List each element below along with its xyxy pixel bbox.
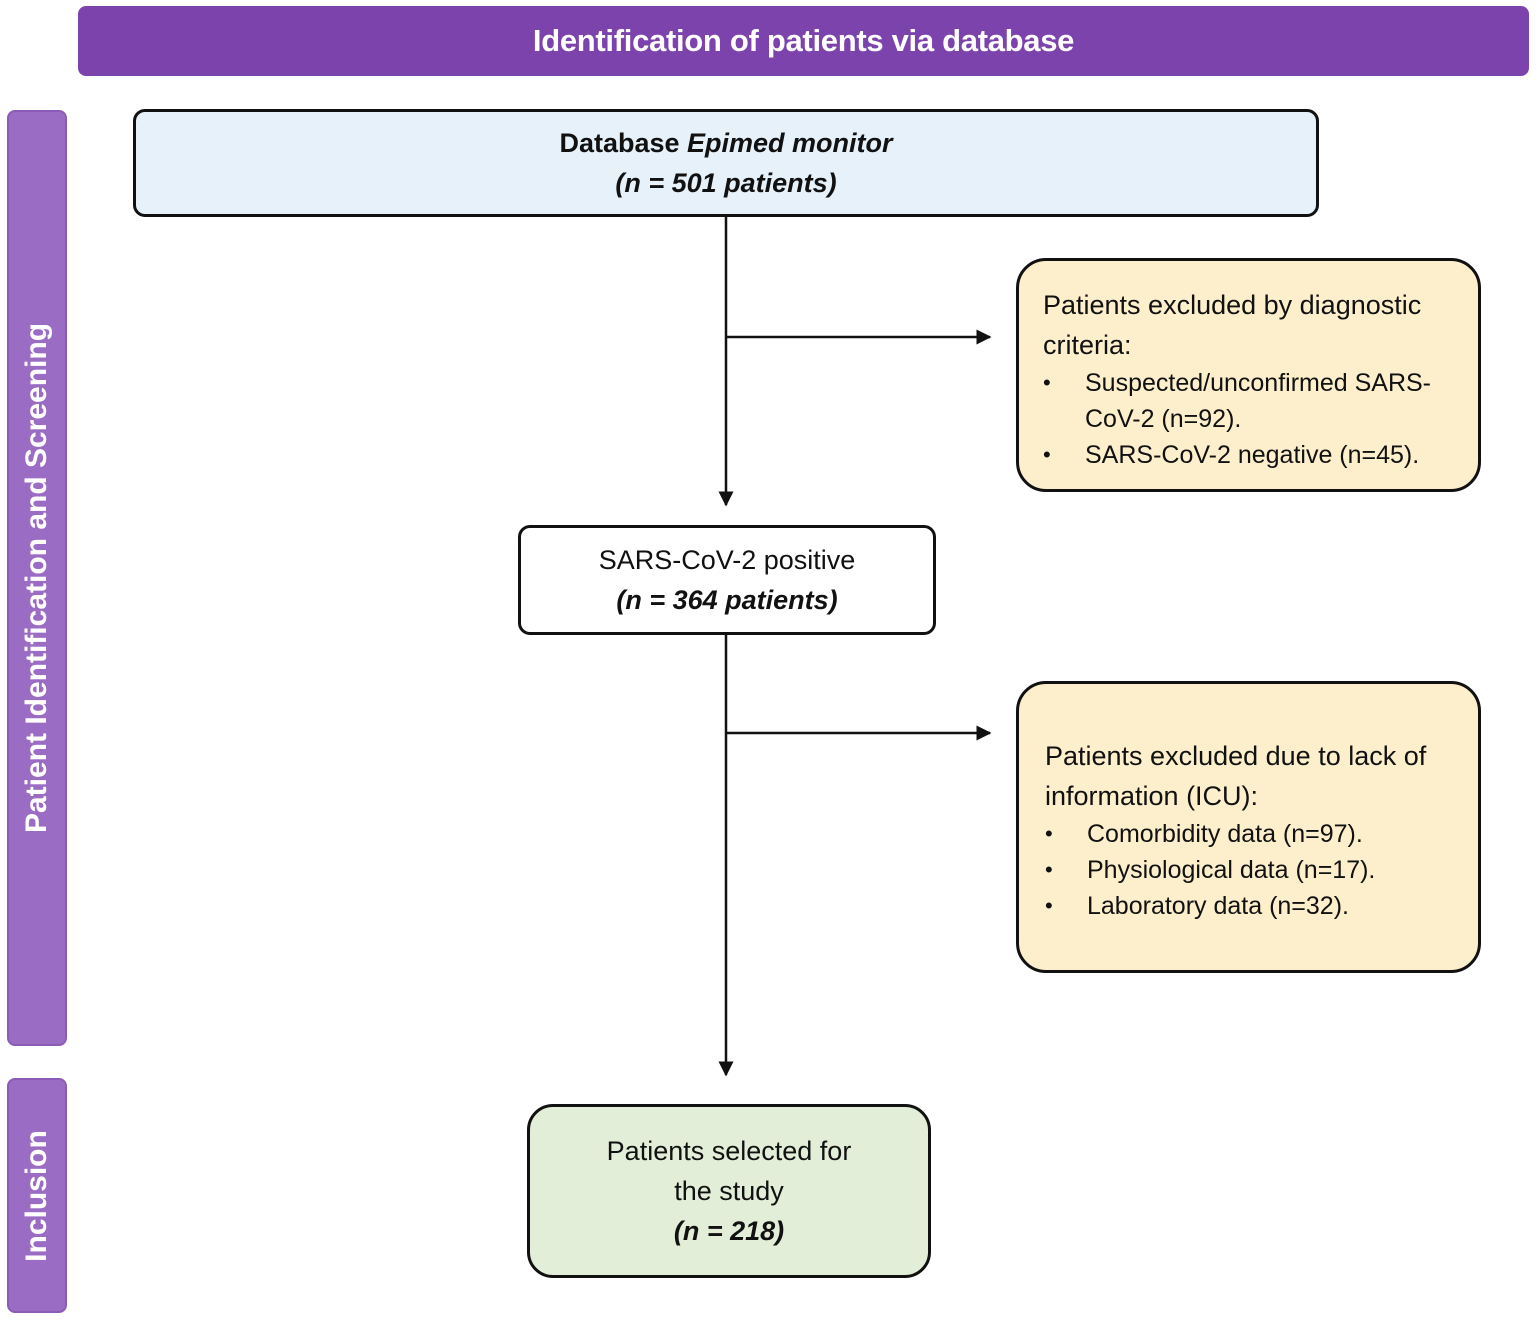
selected-count: (n = 218)	[673, 1216, 785, 1246]
exclusion-2-list: Comorbidity data (n=97). Physiological d…	[1045, 816, 1454, 924]
selected-box: Patients selected for the study (n = 218…	[527, 1104, 931, 1278]
exclusion-1-item: Suspected/unconfirmed SARS-CoV-2 (n=92).	[1043, 365, 1458, 437]
positive-count: (n = 364 patients)	[616, 585, 838, 615]
phase-screening: Patient Identification and Screening	[7, 110, 67, 1046]
exclusion-box-diagnostic: Patients excluded by diagnostic criteria…	[1016, 258, 1481, 492]
exclusion-1-item: SARS-CoV-2 negative (n=45).	[1043, 437, 1458, 473]
exclusion-2-item: Comorbidity data (n=97).	[1045, 816, 1454, 852]
exclusion-box-missing-data: Patients excluded due to lack of informa…	[1016, 681, 1481, 973]
phase-inclusion: Inclusion	[7, 1078, 67, 1313]
flow-header: Identification of patients via database	[78, 6, 1529, 76]
header-title: Identification of patients via database	[532, 23, 1075, 58]
exclusion-2-item: Physiological data (n=17).	[1045, 852, 1454, 888]
database-count: (n = 501 patients)	[615, 168, 837, 198]
positive-label: SARS-CoV-2 positive	[598, 545, 856, 575]
positive-box: SARS-CoV-2 positive (n = 364 patients)	[518, 525, 936, 635]
exclusion-2-item: Laboratory data (n=32).	[1045, 888, 1454, 924]
database-name: Epimed monitor	[687, 128, 893, 158]
exclusion-1-list: Suspected/unconfirmed SARS-CoV-2 (n=92).…	[1043, 365, 1458, 473]
database-title: Database Epimed monitor	[559, 128, 893, 158]
exclusion-2-heading: Patients excluded due to lack of informa…	[1045, 741, 1427, 811]
exclusion-1-heading: Patients excluded by diagnostic criteria…	[1043, 290, 1422, 360]
selected-label: Patients selected for the study	[606, 1136, 852, 1206]
database-box: Database Epimed monitor (n = 501 patient…	[133, 109, 1319, 217]
